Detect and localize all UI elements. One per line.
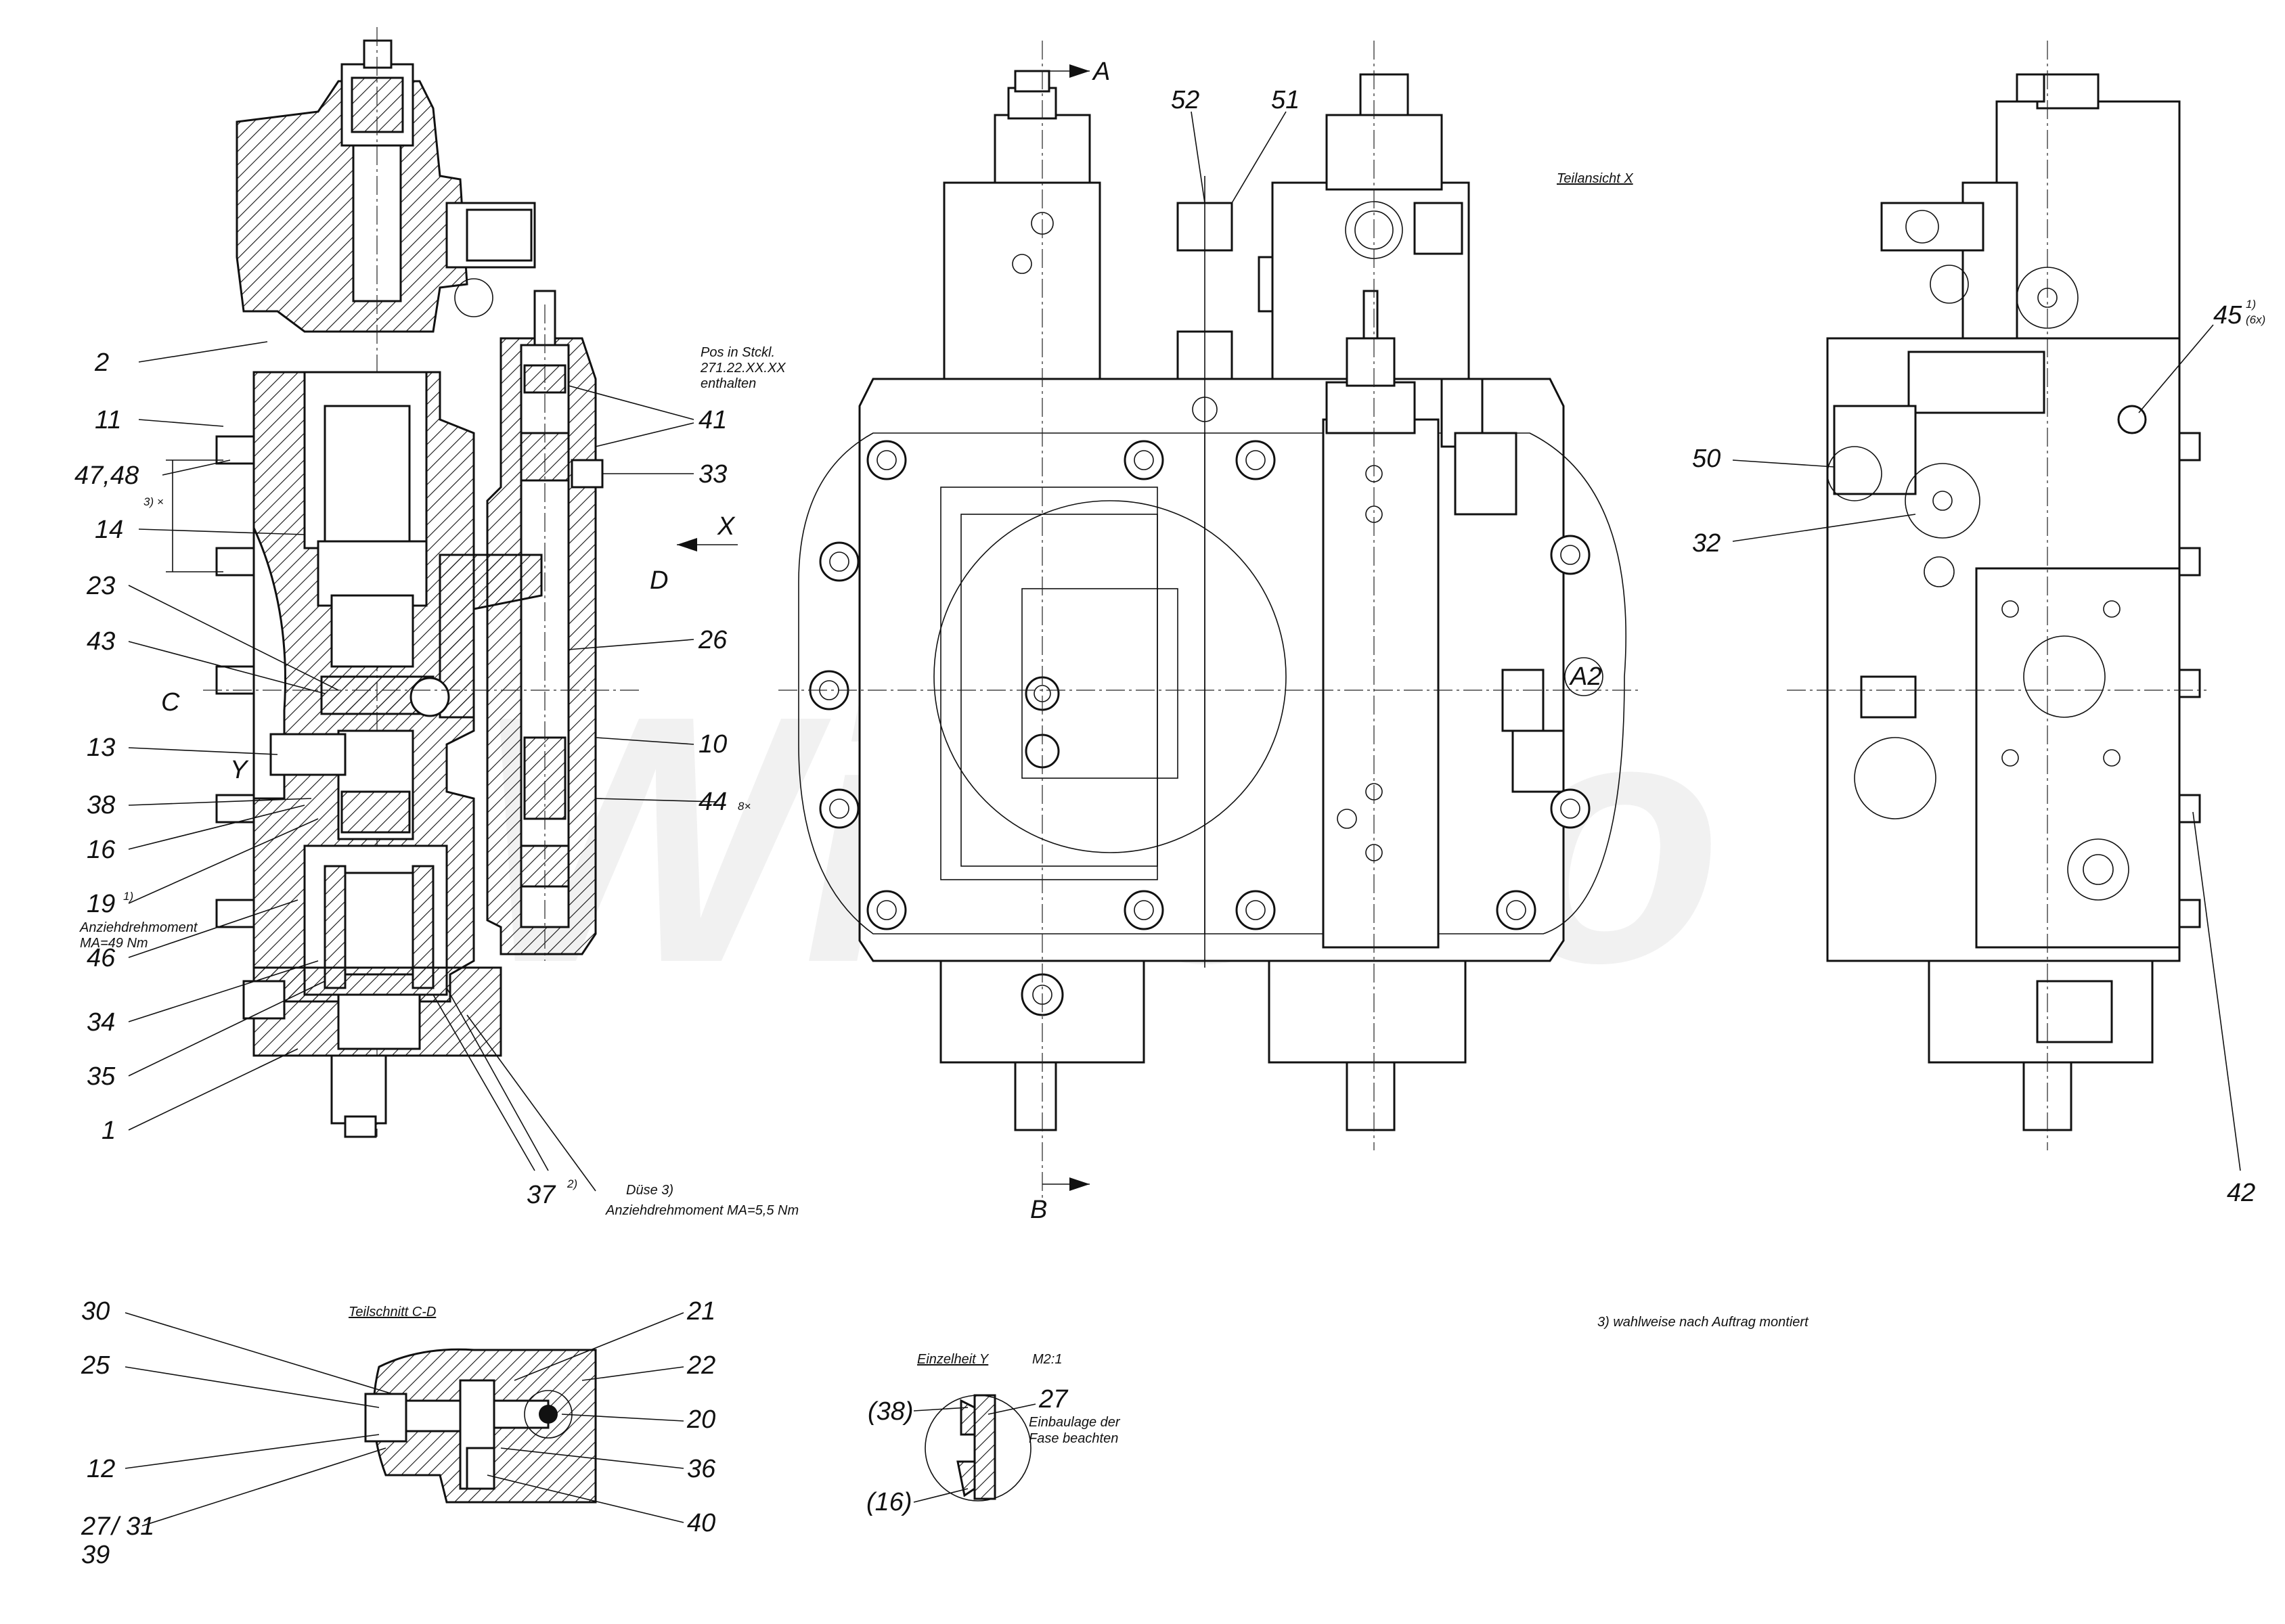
section-c-d-view xyxy=(364,1348,597,1504)
callout-45-note: 1) xyxy=(2246,298,2256,311)
note-31x: 3) × xyxy=(143,495,164,508)
detail-scale: M2:1 xyxy=(1032,1352,1062,1367)
callout-36: 36 xyxy=(687,1455,716,1483)
callout-31: 31 xyxy=(126,1512,154,1541)
leader-42 xyxy=(2192,811,2241,1171)
leader-50 xyxy=(1732,459,1835,468)
callout-45-count: (6x) xyxy=(2246,313,2265,326)
callout-44: 44 xyxy=(698,788,727,816)
callout-46: 46 xyxy=(87,944,116,972)
section-marker-b: B xyxy=(1030,1196,1047,1224)
detail-callout-27: 27 xyxy=(1038,1385,1069,1414)
callout-13: 13 xyxy=(87,734,115,762)
leader-45 xyxy=(2138,324,2214,413)
callout-27-slash: / xyxy=(110,1512,121,1541)
callout-30: 30 xyxy=(81,1297,110,1326)
callout-19-note: 1) xyxy=(123,890,133,903)
leader-51 xyxy=(1231,111,1287,204)
callout-42: 42 xyxy=(2227,1179,2255,1207)
left-leaders xyxy=(128,341,718,1192)
callout-20: 20 xyxy=(686,1405,715,1434)
nozzle-label: Düse 3) xyxy=(626,1183,673,1198)
note-pos-in: Pos in Stckl. xyxy=(701,345,775,360)
callout-47-48: 47,48 xyxy=(74,461,139,490)
callout-34: 34 xyxy=(87,1008,115,1037)
callout-33: 33 xyxy=(698,460,727,489)
callout-27: 27 xyxy=(81,1512,111,1541)
callout-41: 41 xyxy=(698,406,727,434)
callout-23: 23 xyxy=(86,572,115,600)
torque-value-19: MA=49 Nm xyxy=(80,936,148,951)
footnote: 3) wahlweise nach Auftrag montiert xyxy=(1597,1315,1809,1330)
detail-callout-38: (38) xyxy=(868,1397,914,1426)
section-marker-c: C xyxy=(161,688,180,717)
callout-45: 45 xyxy=(2213,301,2242,330)
title-detail-y: Einzelheit Y xyxy=(917,1352,990,1367)
callout-14: 14 xyxy=(95,516,123,544)
arrowhead-x xyxy=(677,538,697,551)
note-pos-number: 271.22.XX.XX xyxy=(700,361,786,376)
callout-22: 22 xyxy=(686,1351,715,1380)
callout-25: 25 xyxy=(81,1351,110,1380)
nozzle-torque: Anziehdrehmoment MA=5,5 Nm xyxy=(605,1203,799,1218)
callout-37: 37 xyxy=(527,1181,556,1209)
detail-marker-y: Y xyxy=(230,756,249,784)
torque-label-19: Anziehdrehmoment xyxy=(79,920,198,935)
note-chamfer-2: Fase beachten xyxy=(1029,1431,1118,1446)
callout-39: 39 xyxy=(81,1541,110,1569)
arrowhead-b xyxy=(1069,1177,1090,1191)
port-marker-a2: A2 xyxy=(1569,662,1601,691)
title-partial-view: Teilansicht X xyxy=(1557,171,1633,186)
callout-44-note: 8× xyxy=(738,800,751,813)
left-section-view xyxy=(203,27,643,1138)
callout-43: 43 xyxy=(87,627,115,656)
section-marker-x: X xyxy=(717,512,736,541)
callout-38: 38 xyxy=(87,791,115,819)
title-partial-section: Teilschnitt C-D xyxy=(349,1305,436,1320)
callout-2: 2 xyxy=(94,348,109,377)
callout-1: 1 xyxy=(102,1116,116,1145)
callout-52: 52 xyxy=(1171,86,1199,114)
callout-32: 32 xyxy=(1692,529,1721,558)
callout-19: 19 xyxy=(87,890,115,918)
callout-21: 21 xyxy=(686,1297,715,1326)
callout-40: 40 xyxy=(687,1509,715,1537)
middle-front-view: A2 xyxy=(778,41,1638,1198)
callout-51: 51 xyxy=(1271,86,1300,114)
leader-52 xyxy=(1191,111,1205,204)
arrowhead-a xyxy=(1069,64,1090,78)
leader-32 xyxy=(1732,514,1916,542)
callout-10: 10 xyxy=(698,730,727,759)
callout-16: 16 xyxy=(87,836,116,864)
callout-50: 50 xyxy=(1692,445,1721,473)
callout-37-note: 2) xyxy=(567,1177,577,1190)
callout-11: 11 xyxy=(95,406,121,434)
note-chamfer-1: Einbaulage der xyxy=(1029,1415,1121,1430)
callout-35: 35 xyxy=(87,1062,116,1091)
section-marker-a: A xyxy=(1092,58,1110,86)
right-side-view xyxy=(1787,41,2206,1150)
section-c-d-leaders xyxy=(125,1312,684,1527)
note-pos-contained: enthalten xyxy=(701,376,756,391)
callout-12: 12 xyxy=(87,1455,115,1483)
detail-y-view xyxy=(913,1394,1036,1503)
detail-callout-16: (16) xyxy=(866,1488,912,1516)
callout-26: 26 xyxy=(698,626,728,654)
section-marker-d: D xyxy=(650,566,668,595)
